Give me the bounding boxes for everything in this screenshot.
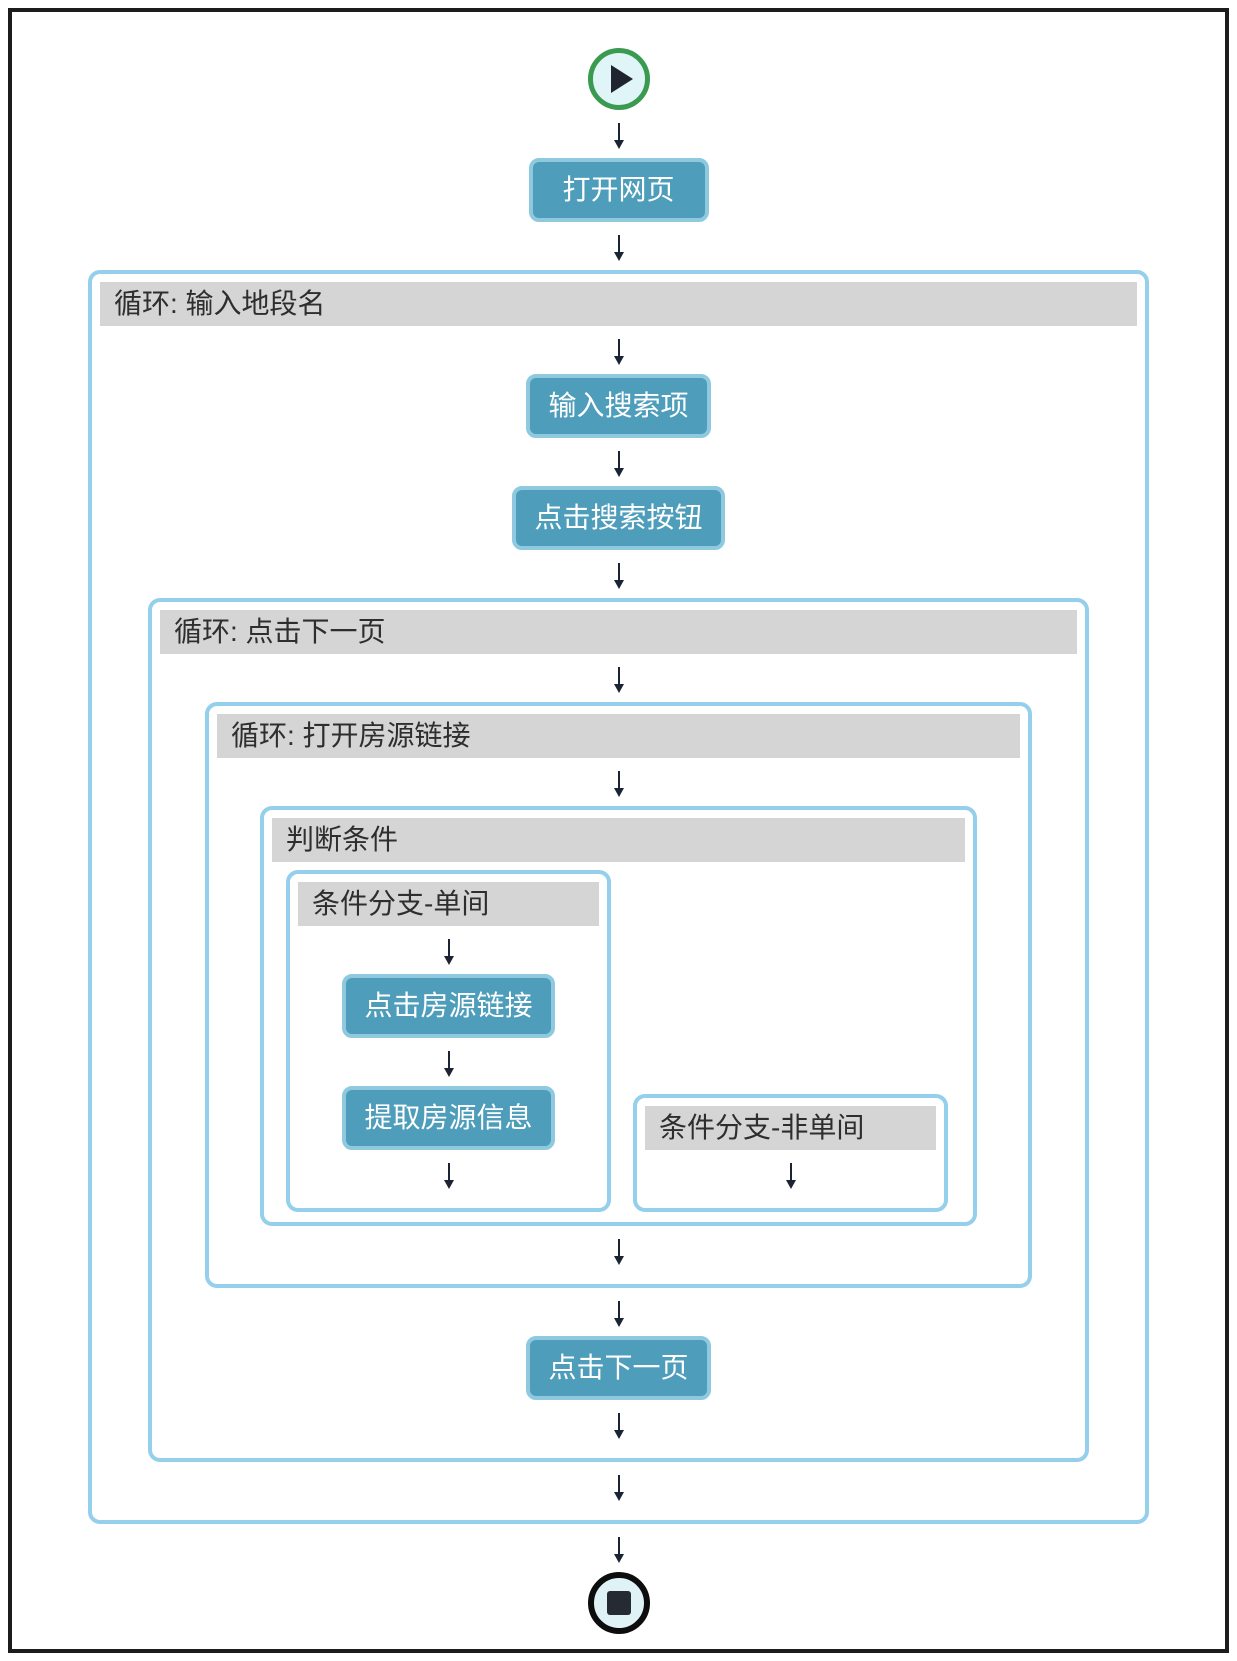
flow-arrow — [613, 771, 624, 797]
branch-non-single-room-header[interactable]: 条件分支-非单间 — [645, 1106, 936, 1150]
loop-click-next-page-container: 循环: 点击下一页 循环: 打开房源链接 判断条件 条件分支-单间 点击房源链接… — [148, 598, 1089, 1462]
branch-single-room-container: 条件分支-单间 点击房源链接 提取房源信息 — [286, 870, 611, 1212]
flow-arrow — [613, 451, 624, 477]
flow-arrow — [613, 563, 624, 589]
branch-single-room-header[interactable]: 条件分支-单间 — [298, 882, 599, 926]
click-next-page-button[interactable]: 点击下一页 — [526, 1336, 711, 1400]
flow-arrow — [613, 1537, 624, 1563]
flow-arrow — [613, 123, 624, 149]
click-listing-link-button[interactable]: 点击房源链接 — [342, 974, 555, 1038]
flow-arrow — [443, 1051, 454, 1077]
loop-enter-location-container: 循环: 输入地段名 输入搜索项 点击搜索按钮 循环: 点击下一页 循环: 打开房… — [88, 270, 1149, 1524]
flow-arrow — [613, 339, 624, 365]
flow-arrow — [613, 667, 624, 693]
flowchart-canvas: 打开网页 循环: 输入地段名 输入搜索项 点击搜索按钮 循环: 点击下一页 循环… — [8, 8, 1229, 1653]
loop-enter-location-header[interactable]: 循环: 输入地段名 — [100, 282, 1137, 326]
end-node[interactable] — [587, 1572, 650, 1634]
flow-arrow — [443, 1163, 454, 1189]
flow-arrow — [613, 1301, 624, 1327]
flow-arrow — [613, 1239, 624, 1265]
loop-open-listing-header[interactable]: 循环: 打开房源链接 — [217, 714, 1020, 758]
flow-arrow — [613, 1413, 624, 1439]
condition-container: 判断条件 条件分支-单间 点击房源链接 提取房源信息 条件分支-非单间 — [260, 806, 977, 1226]
flow-arrow — [613, 235, 624, 261]
click-search-button[interactable]: 点击搜索按钮 — [512, 486, 725, 550]
stop-icon — [606, 1591, 631, 1615]
enter-search-term-button[interactable]: 输入搜索项 — [526, 374, 711, 438]
loop-open-listing-container: 循环: 打开房源链接 判断条件 条件分支-单间 点击房源链接 提取房源信息 — [205, 702, 1032, 1288]
flow-arrow — [613, 1475, 624, 1501]
flow-arrow — [785, 1163, 796, 1189]
open-webpage-button[interactable]: 打开网页 — [528, 158, 709, 222]
flow-arrow — [443, 939, 454, 965]
start-node[interactable] — [587, 48, 650, 110]
loop-click-next-page-header[interactable]: 循环: 点击下一页 — [160, 610, 1077, 654]
branch-non-single-room-container: 条件分支-非单间 — [633, 1094, 948, 1212]
play-icon — [610, 65, 633, 93]
extract-listing-info-button[interactable]: 提取房源信息 — [342, 1086, 555, 1150]
condition-header[interactable]: 判断条件 — [272, 818, 965, 862]
condition-branches-row: 条件分支-单间 点击房源链接 提取房源信息 条件分支-非单间 — [272, 870, 965, 1212]
